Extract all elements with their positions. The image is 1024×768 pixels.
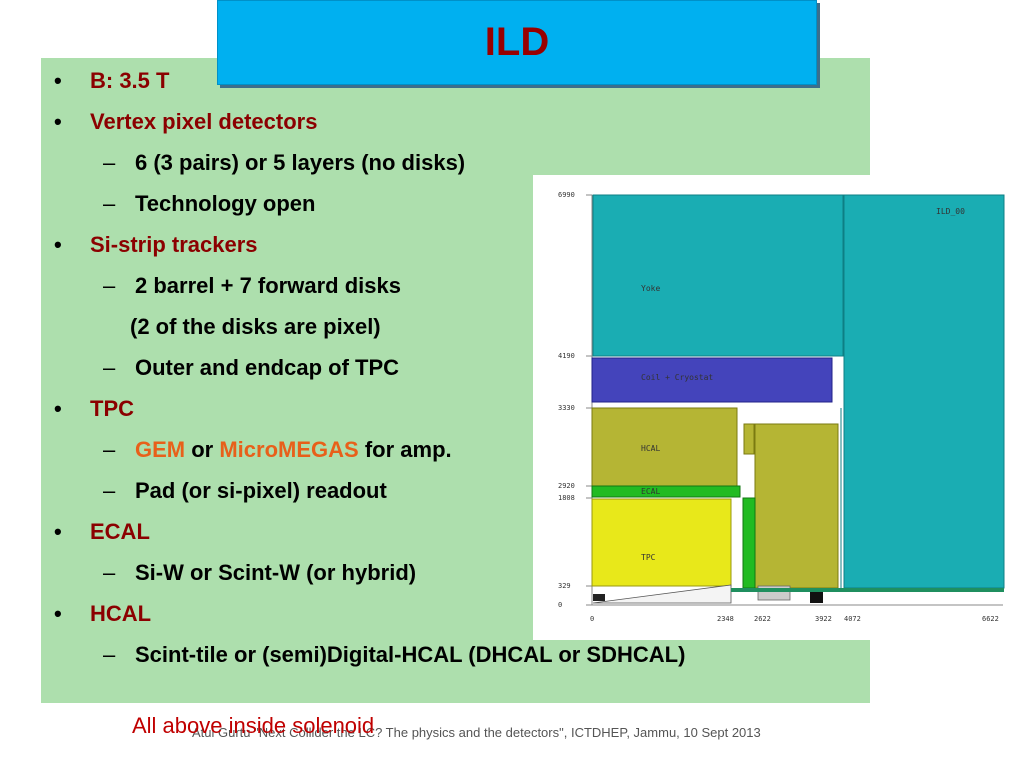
x-tick-0: 0 xyxy=(590,615,594,623)
y-tick-329: 329 xyxy=(558,582,571,590)
ecal-endcap xyxy=(742,497,756,589)
beam-element xyxy=(810,591,823,603)
x-tick-2622: 2622 xyxy=(754,615,771,623)
label-ecal: ECAL xyxy=(641,487,660,496)
y-tick-marks xyxy=(586,194,592,606)
ild-quadrant-svg: 6990 4190 3330 2920 1808 329 0 0 2348 26… xyxy=(558,191,1005,623)
beam-pipe-line xyxy=(731,588,1004,592)
hcal-ring xyxy=(743,423,755,455)
ild-detector-diagram: 6990 4190 3330 2920 1808 329 0 0 2348 26… xyxy=(533,175,1024,640)
label-coil: Coil + Cryostat xyxy=(641,373,713,382)
x-tick-3922: 3922 xyxy=(815,615,832,623)
x-tick-4072: 4072 xyxy=(844,615,861,623)
hcal-endcap xyxy=(754,423,839,589)
y-tick-3330: 3330 xyxy=(558,404,575,412)
tpc xyxy=(591,498,732,587)
label-tpc: TPC xyxy=(641,553,656,562)
y-tick-labels: 6990 4190 3330 2920 1808 329 0 xyxy=(558,191,575,609)
footer-note: All above inside solenoid xyxy=(132,713,375,738)
footer-credit: Atul Gurtu "Next Collider the LC? The ph… xyxy=(192,725,761,740)
y-tick-6990: 6990 xyxy=(558,191,575,199)
coil-cryostat xyxy=(591,357,833,403)
region-labels: Yoke Coil + Cryostat HCAL ECAL TPC ILD_0… xyxy=(641,207,965,562)
vertex-detector xyxy=(593,594,605,601)
slide-title: ILD xyxy=(484,20,550,64)
hcal-barrel xyxy=(591,407,738,487)
x-tick-2348: 2348 xyxy=(717,615,734,623)
y-tick-2920: 2920 xyxy=(558,482,575,490)
label-hcal: HCAL xyxy=(641,444,660,453)
x-tick-labels: 0 2348 2622 3922 4072 6622 xyxy=(590,615,999,623)
label-yoke: Yoke xyxy=(641,284,660,293)
yoke-barrel xyxy=(592,194,844,357)
yoke-endcap xyxy=(843,194,1005,589)
label-model: ILD_00 xyxy=(936,207,965,216)
y-tick-0: 0 xyxy=(558,601,562,609)
y-tick-4190: 4190 xyxy=(558,352,575,360)
ecal-barrel xyxy=(591,485,741,498)
x-tick-6622: 6622 xyxy=(982,615,999,623)
forward-tracker-region xyxy=(592,584,732,604)
y-tick-1808: 1808 xyxy=(558,494,575,502)
title-banner: ILD xyxy=(217,0,817,85)
